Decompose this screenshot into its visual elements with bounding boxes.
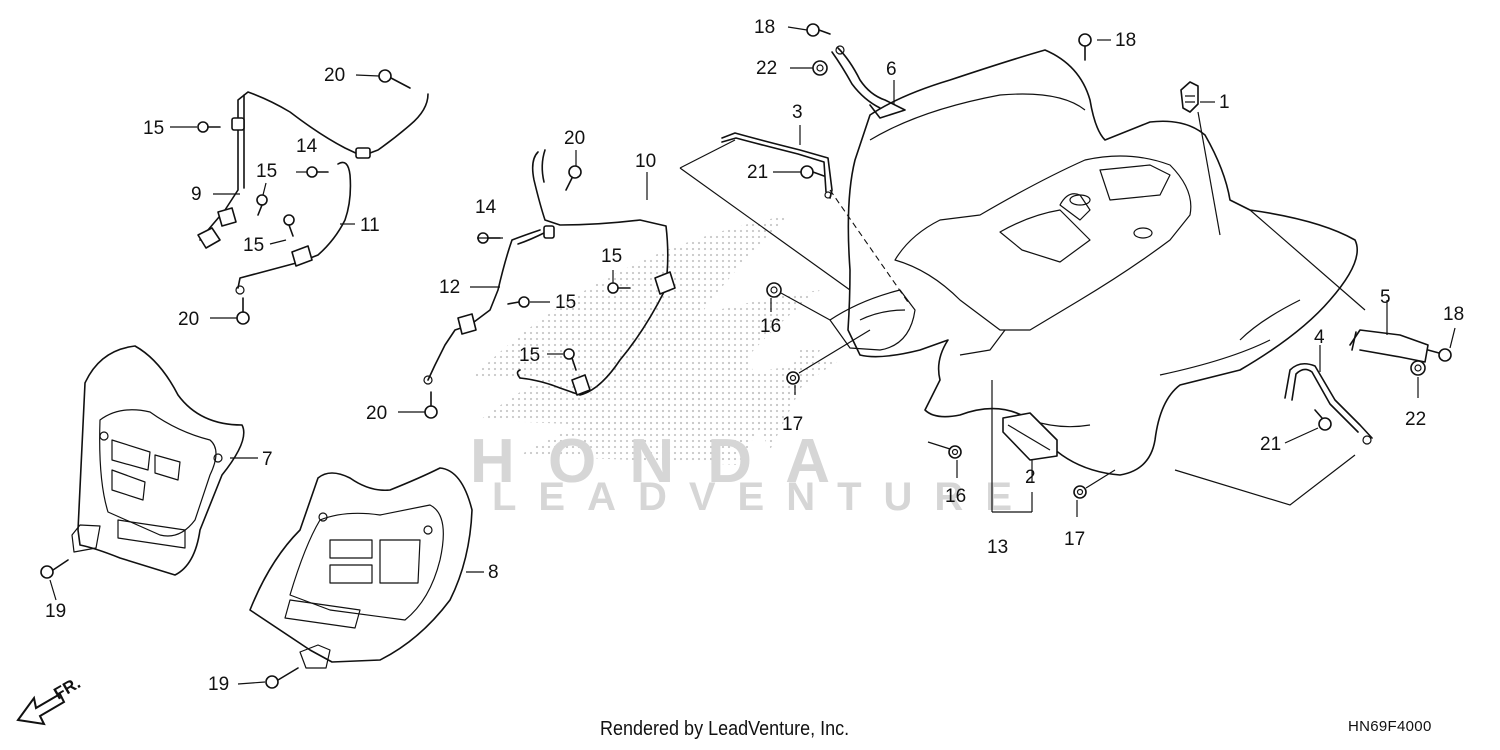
screw-15-d xyxy=(607,282,631,294)
callout-7: 7 xyxy=(262,449,273,470)
callout-4: 4 xyxy=(1314,327,1325,348)
bolt-21-top xyxy=(800,165,825,179)
bolt-18-top-b xyxy=(1078,33,1092,61)
part-12-wire-harness xyxy=(423,225,555,385)
bolt-20-d xyxy=(424,391,438,419)
callout-13: 13 xyxy=(987,537,1008,558)
part-13-rear-fender xyxy=(829,49,1359,476)
callout-22: 22 xyxy=(756,58,777,79)
part-5-stay xyxy=(1349,329,1429,363)
callout-15: 15 xyxy=(555,292,576,313)
front-direction-marker: FR. xyxy=(16,673,84,726)
callout-15: 15 xyxy=(243,235,264,256)
part-4-stay xyxy=(1284,362,1373,445)
screw-15-a xyxy=(197,121,221,133)
callout-15: 15 xyxy=(519,345,540,366)
callout-10: 10 xyxy=(635,151,656,172)
part-2-reflector xyxy=(1002,412,1058,461)
nut-22-right xyxy=(1410,360,1426,376)
leader-lines xyxy=(49,26,1456,685)
part-10-wire-harness xyxy=(516,149,676,396)
fasteners xyxy=(40,23,1452,689)
callout-18: 18 xyxy=(754,17,775,38)
callout-20: 20 xyxy=(564,128,585,149)
callout-20: 20 xyxy=(366,403,387,424)
front-arrow-icon xyxy=(16,692,66,726)
part-3-stay xyxy=(721,132,833,199)
bolt-20-c xyxy=(565,165,582,191)
part-11-wire-harness xyxy=(235,161,352,295)
callout-14: 14 xyxy=(296,136,318,157)
bolt-19-right xyxy=(265,667,299,689)
part-1-clip xyxy=(1180,81,1199,113)
callout-21: 21 xyxy=(1260,434,1281,455)
callout-16: 16 xyxy=(760,316,781,337)
clip-16-a xyxy=(766,282,782,298)
rendered-by-credit: Rendered by LeadVenture, Inc. xyxy=(600,718,850,740)
bolt-20-b xyxy=(236,297,250,325)
callout-18: 18 xyxy=(1443,304,1464,325)
clip-17-a xyxy=(786,371,800,385)
part-9-wire-harness xyxy=(197,91,429,249)
callout-21: 21 xyxy=(747,162,768,183)
callout-20: 20 xyxy=(324,65,345,86)
diagram-reference-code: HN69F4000 xyxy=(1348,718,1432,735)
callout-2: 2 xyxy=(1025,467,1036,488)
screw-15-b xyxy=(256,194,268,216)
part-8-front-side-cover-right xyxy=(249,467,473,669)
screw-15-c xyxy=(283,214,295,237)
callout-9: 9 xyxy=(191,184,202,205)
bolt-21-right xyxy=(1314,409,1332,431)
screw-15-e xyxy=(507,296,530,308)
callout-18: 18 xyxy=(1115,30,1136,51)
callout-8: 8 xyxy=(488,562,499,583)
bolt-20-a xyxy=(378,69,411,89)
clip-16-b xyxy=(948,445,962,459)
callout-14: 14 xyxy=(475,197,497,218)
screw-14-a xyxy=(306,166,329,178)
callout-17: 17 xyxy=(782,414,803,435)
callout-12: 12 xyxy=(439,277,460,298)
clip-17-b xyxy=(1073,485,1087,499)
callout-1: 1 xyxy=(1219,92,1230,113)
callouts: 18 22 6 18 1 3 21 20 15 15 14 9 15 11 20… xyxy=(45,17,1464,695)
callout-5: 5 xyxy=(1380,287,1391,308)
bolt-19-left xyxy=(40,559,69,579)
callout-11: 11 xyxy=(360,215,380,236)
bolt-18-top-a xyxy=(806,23,831,37)
callout-15: 15 xyxy=(256,161,277,182)
part-6-stay xyxy=(831,45,906,119)
nut-22-top xyxy=(812,60,828,76)
callout-20: 20 xyxy=(178,309,199,330)
callout-22: 22 xyxy=(1405,409,1426,430)
watermark-honda-wing xyxy=(470,215,840,465)
callout-15: 15 xyxy=(601,246,622,267)
callout-16: 16 xyxy=(945,486,966,507)
callout-3: 3 xyxy=(792,102,803,123)
callout-19: 19 xyxy=(45,601,66,622)
callout-19: 19 xyxy=(208,674,229,695)
callout-17: 17 xyxy=(1064,529,1085,550)
screw-15-f xyxy=(563,348,577,371)
bolt-18-right xyxy=(1427,348,1452,362)
callout-15: 15 xyxy=(143,118,164,139)
callout-6: 6 xyxy=(886,59,897,80)
part-7-front-side-cover-left xyxy=(71,345,245,576)
